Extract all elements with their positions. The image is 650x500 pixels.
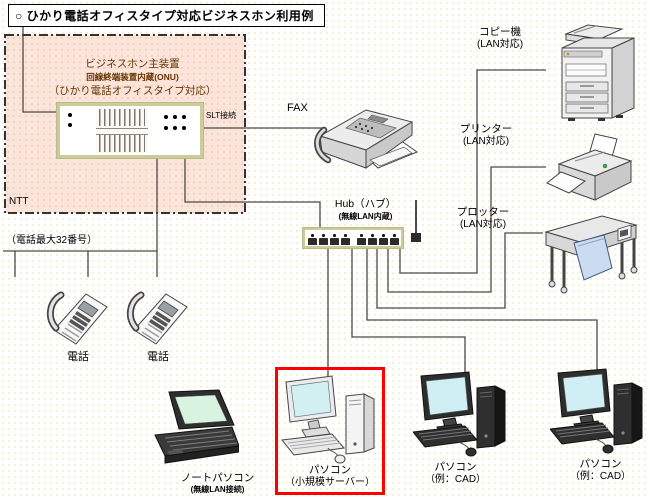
plotter-sublabel: (LAN対応) xyxy=(459,219,507,231)
wire-hub-to-cad-pc2 xyxy=(366,248,598,370)
server-pc-label: パソコン xyxy=(309,464,351,476)
cad-pc1-sublabel: （例：CAD） xyxy=(424,474,487,486)
hub-port xyxy=(341,234,350,245)
wire-hub-to-printer xyxy=(387,166,546,293)
cad-pc2-label: パソコン xyxy=(579,458,622,470)
laptop-caption: ノートパソコン (無線LAN接続) xyxy=(160,472,275,495)
hub-port xyxy=(330,234,339,245)
unit-led xyxy=(164,126,168,130)
hub-port xyxy=(319,234,328,245)
server-highlight-box xyxy=(275,367,385,495)
unit-led xyxy=(182,126,186,130)
slt-connection-label: SLT接続 xyxy=(206,111,237,120)
laptop-icon xyxy=(154,389,239,464)
wire-hub-to-plotter xyxy=(376,232,543,309)
cad-pc1-label: パソコン xyxy=(434,461,477,473)
unit-led xyxy=(68,113,72,117)
fax-label: FAX xyxy=(287,102,308,114)
cad-pc-icon xyxy=(550,368,643,454)
hub-icon xyxy=(303,228,403,248)
wire-unit-to-hub xyxy=(184,158,321,228)
server-pc-sublabel: （小規模サーバー） xyxy=(285,477,375,489)
unit-led xyxy=(173,115,177,119)
wire-title-to-unit xyxy=(22,23,57,113)
hub-port xyxy=(357,234,366,245)
copier-label: コピー機 xyxy=(479,26,521,38)
unit-led xyxy=(182,115,186,119)
ntt-label: NTT xyxy=(9,196,29,207)
plotter-caption: プロッター (LAN対応) xyxy=(443,206,523,232)
printer-label: プリンター xyxy=(459,123,513,135)
printer-icon xyxy=(546,133,633,201)
printer-sublabel: (LAN対応) xyxy=(462,136,510,148)
phone-icon xyxy=(46,291,108,345)
plotter-icon xyxy=(544,215,638,294)
phone-icon xyxy=(126,291,188,345)
cad-pc2-sublabel: （例：CAD） xyxy=(569,471,632,483)
cad-pc-icon xyxy=(413,371,506,457)
business-phone-main-unit-icon xyxy=(57,103,203,158)
hub-sublabel: (無線LAN内蔵) xyxy=(338,212,393,221)
hub-port xyxy=(368,234,377,245)
plotter-label: プロッター xyxy=(456,206,510,218)
wire-hub-to-copier xyxy=(399,69,546,274)
unit-led xyxy=(68,123,72,127)
fax-machine-icon xyxy=(314,109,419,169)
cad-pc2-caption: パソコン （例：CAD） xyxy=(553,458,648,484)
hub-caption: Hub（ハブ） (無線LAN内蔵) xyxy=(318,196,413,222)
main-unit-name: ビジネスホン主装置 xyxy=(85,58,180,70)
server-pc-icon xyxy=(281,375,375,464)
wire-hub-to-cad-pc1 xyxy=(351,248,466,372)
laptop-label: ノートパソコン xyxy=(180,472,255,484)
server-pc-caption: パソコン （小規模サーバー） xyxy=(277,464,383,490)
wireless-antenna-base xyxy=(411,233,421,242)
laptop-sublabel: (無線LAN接続) xyxy=(190,485,245,495)
cad-pc1-caption: パソコン （例：CAD） xyxy=(408,461,503,487)
hub-port xyxy=(390,234,399,245)
hub-port xyxy=(308,234,317,245)
copier-icon xyxy=(561,24,635,121)
phone-bus-label: （電話最大32番号） xyxy=(6,235,98,246)
printer-caption: プリンター (LAN対応) xyxy=(446,123,526,149)
copier-caption: コピー機 (LAN対応) xyxy=(460,26,540,52)
hub-port xyxy=(379,234,388,245)
phone1-label: 電話 xyxy=(67,351,89,363)
main-unit-hikari-note: （ひかり電話オフィスタイプ対応） xyxy=(48,85,217,97)
hub-label: Hub（ハブ） xyxy=(334,198,397,210)
unit-led xyxy=(173,126,177,130)
copier-sublabel: (LAN対応) xyxy=(476,39,524,51)
phone2-label: 電話 xyxy=(147,351,169,363)
unit-vent-grille xyxy=(96,108,148,153)
page-title: ○ ひかり電話オフィスタイプ対応ビジネスホン利用例 xyxy=(8,4,325,27)
main-unit-caption: ビジネスホン主装置 回線終端装置内蔵(ONU) （ひかり電話オフィスタイプ対応） xyxy=(40,56,225,98)
unit-led xyxy=(164,115,168,119)
main-unit-onu-note: 回線終端装置内蔵(ONU) xyxy=(86,72,179,82)
wire-phone-bus xyxy=(3,250,157,277)
